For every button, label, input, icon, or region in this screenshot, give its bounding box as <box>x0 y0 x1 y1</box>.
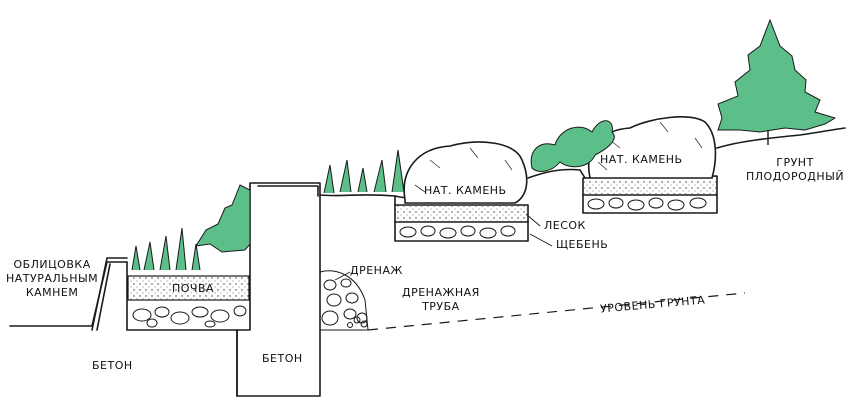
label-facing-line2: НАТУРАЛЬНЫМ <box>6 272 99 285</box>
plants-upper-icon <box>323 149 405 194</box>
soil-bed-outline <box>126 185 251 331</box>
natural-stone-1 <box>403 141 528 204</box>
soil-slope-upper <box>319 194 396 206</box>
label-fertile-line2: ПЛОДОРОДНЫЙ <box>746 170 845 183</box>
label-facing-line3: КАМНЕМ <box>25 286 79 299</box>
label-gravel: ЩЕБЕНЬ <box>556 238 609 251</box>
plants-bed-icon <box>131 227 201 271</box>
label-drain-pipe-line1: ДРЕНАЖНАЯ <box>402 286 480 299</box>
label-fertile-soil: ГРУНТ ПЛОДОРОДНЫЙ <box>746 156 844 184</box>
label-drain-pipe-line2: ТРУБА <box>422 300 460 313</box>
label-facing: ОБЛИЦОВКА НАТУРАЛЬНЫМ КАМНЕМ <box>6 258 98 300</box>
drainage-gravel <box>319 270 369 331</box>
label-drainage: ДРЕНАЖ <box>350 264 403 277</box>
tree-right-icon <box>717 18 837 133</box>
bush-middle-icon <box>530 120 615 172</box>
ground-level-line <box>367 292 746 331</box>
terrace1-gravel <box>399 225 516 239</box>
terrace2-gravel <box>587 197 707 211</box>
label-drain-pipe: ДРЕНАЖНАЯ ТРУБА <box>402 286 480 314</box>
terrace1-base <box>394 204 529 242</box>
tree-left-icon <box>195 184 251 253</box>
soil-slope-top <box>716 127 846 149</box>
label-stone-1: НАТ. КАМЕНЬ <box>424 184 507 197</box>
gravel-layer-bed <box>128 299 250 328</box>
label-facing-line1: ОБЛИЦОВКА <box>13 258 91 271</box>
label-soil: ПОЧВА <box>172 282 215 295</box>
label-fertile-line1: ГРУНТ <box>776 156 814 169</box>
soil-slope-middle <box>527 168 586 179</box>
label-concrete-left: БЕТОН <box>92 359 133 372</box>
label-sand: ЛЕСОК <box>544 219 586 232</box>
drain-pipe-icon <box>347 316 368 328</box>
stone-facing <box>91 257 128 331</box>
label-stone-2: НАТ. КАМЕНЬ <box>600 153 683 166</box>
label-concrete-center: БЕТОН <box>262 352 303 365</box>
soil-layer <box>127 275 250 301</box>
foliage <box>131 18 837 271</box>
